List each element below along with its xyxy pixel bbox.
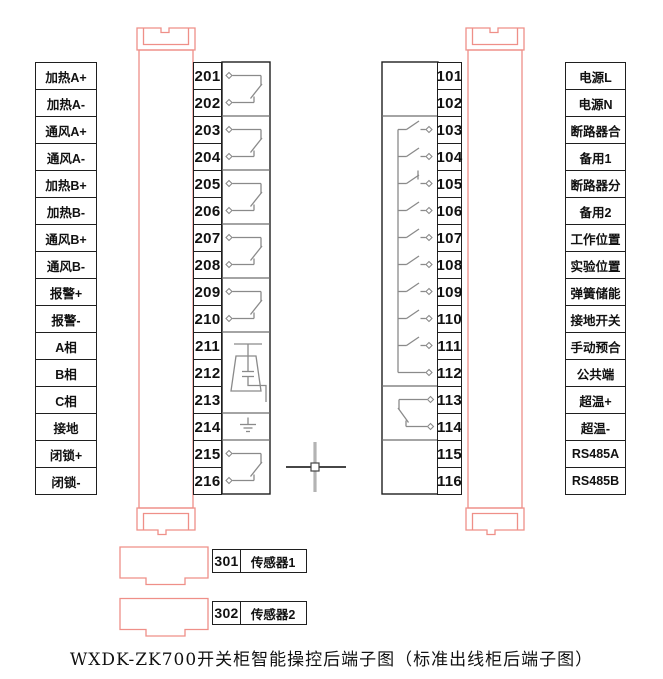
right-terminal-label: RS485B [565,467,626,496]
left-terminal-label: 报警+ [35,278,97,307]
right-terminal-label: 超温- [565,413,626,442]
left-terminal-number: 206 [193,197,222,226]
switch-contact-icon [398,336,433,350]
left-terminal-label: 闭锁+ [35,440,97,469]
left-terminal-number: 209 [193,278,222,307]
left-terminal-label: 加热A- [35,89,97,118]
right-terminal-number: 104 [437,143,462,172]
left-terminal-label: 加热A+ [35,62,97,91]
right-terminal-label: RS485A [565,440,626,469]
right-terminal-number: 113 [437,386,462,415]
live-display-sensor-icon [230,343,267,402]
right-terminal-number: 111 [437,332,462,361]
left-terminal-number: 213 [193,386,222,415]
relay-no-contact-icon [225,179,263,215]
left-terminal-number: 216 [193,467,222,496]
switch-contact-icon [398,120,433,134]
left-din-connector-outline [136,27,196,536]
left-terminal-number: 201 [193,62,222,91]
right-terminal-label: 公共端 [565,359,626,388]
left-terminal-label: 加热B+ [35,170,97,199]
right-terminal-label: 断路器分 [565,170,626,199]
crosshair-icon [286,442,346,492]
left-terminal-label: 闭锁- [35,467,97,496]
right-terminal-number: 106 [437,197,462,226]
earth-ground-icon [240,417,256,433]
right-terminal-number: 108 [437,251,462,280]
right-terminal-number: 112 [437,359,462,388]
right-terminal-label: 超温+ [565,386,626,415]
diagram-caption: WXDK-ZK700开关柜智能操控后端子图（标准出线柜后端子图） [69,650,594,670]
sensor1-plug-outline [119,546,209,586]
right-terminal-number: 107 [437,224,462,253]
right-terminal-number: 110 [437,305,462,334]
right-terminal-number: 102 [437,89,462,118]
left-terminal-label: 通风B+ [35,224,97,253]
bus-direct-icon [398,368,433,377]
left-terminal-label: 通风B- [35,251,97,280]
right-terminal-number: 105 [437,170,462,199]
left-terminal-label: B相 [35,359,97,388]
right-terminal-label: 工作位置 [565,224,626,253]
right-din-connector-outline [465,27,525,536]
switch-contact-icon [398,201,433,215]
switch-contact-icon [398,228,433,242]
left-terminal-label: 报警- [35,305,97,334]
right-terminal-number: 103 [437,116,462,145]
left-terminal-number: 203 [193,116,222,145]
right-terminal-number: 101 [437,62,462,91]
left-terminal-number: 208 [193,251,222,280]
left-terminal-number: 212 [193,359,222,388]
left-terminal-number: 202 [193,89,222,118]
left-terminal-label: 加热B- [35,197,97,226]
left-terminal-number: 210 [193,305,222,334]
left-terminal-label: 通风A- [35,143,97,172]
left-terminal-number: 205 [193,170,222,199]
left-terminal-number: 207 [193,224,222,253]
right-terminal-number: 114 [437,413,462,442]
right-terminal-label: 备用2 [565,197,626,226]
right-terminal-label: 电源L [565,62,626,91]
left-terminal-number: 214 [193,413,222,442]
relay-no-contact-icon [225,233,263,269]
right-terminal-number: 109 [437,278,462,307]
right-terminal-label: 手动预合 [565,332,626,361]
right-terminal-label: 实验位置 [565,251,626,280]
left-terminal-label: A相 [35,332,97,361]
right-terminal-label: 电源N [565,89,626,118]
relay-no-contact-icon [225,71,263,107]
relay-no-contact-mirrored-icon [397,395,435,431]
sensor2-terminal-number: 302 [212,601,241,625]
right-terminal-label: 弹簧储能 [565,278,626,307]
left-terminal-label: C相 [35,386,97,415]
sensor1-label: 传感器1 [239,549,307,573]
switch-contact-with-tick-icon [398,170,433,188]
left-terminal-number: 204 [193,143,222,172]
left-terminal-number: 215 [193,440,222,469]
sensor2-label: 传感器2 [239,601,307,625]
relay-no-contact-icon [225,449,263,485]
switch-contact-icon [398,309,433,323]
right-terminal-label: 接地开关 [565,305,626,334]
switch-contact-icon [398,147,433,161]
symbol-boxes [221,61,439,495]
relay-no-contact-icon [225,125,263,161]
right-terminal-number: 115 [437,440,462,469]
left-terminal-label: 通风A+ [35,116,97,145]
right-terminal-label: 断路器合 [565,116,626,145]
right-terminal-label: 备用1 [565,143,626,172]
sensor1-terminal-number: 301 [212,549,241,573]
right-terminal-number: 116 [437,467,462,496]
left-terminal-label: 接地 [35,413,97,442]
left-terminal-number: 211 [193,332,222,361]
relay-no-contact-icon [225,287,263,323]
switch-contact-icon [398,282,433,296]
switch-contact-icon [398,255,433,269]
sensor2-plug-outline [119,597,209,637]
